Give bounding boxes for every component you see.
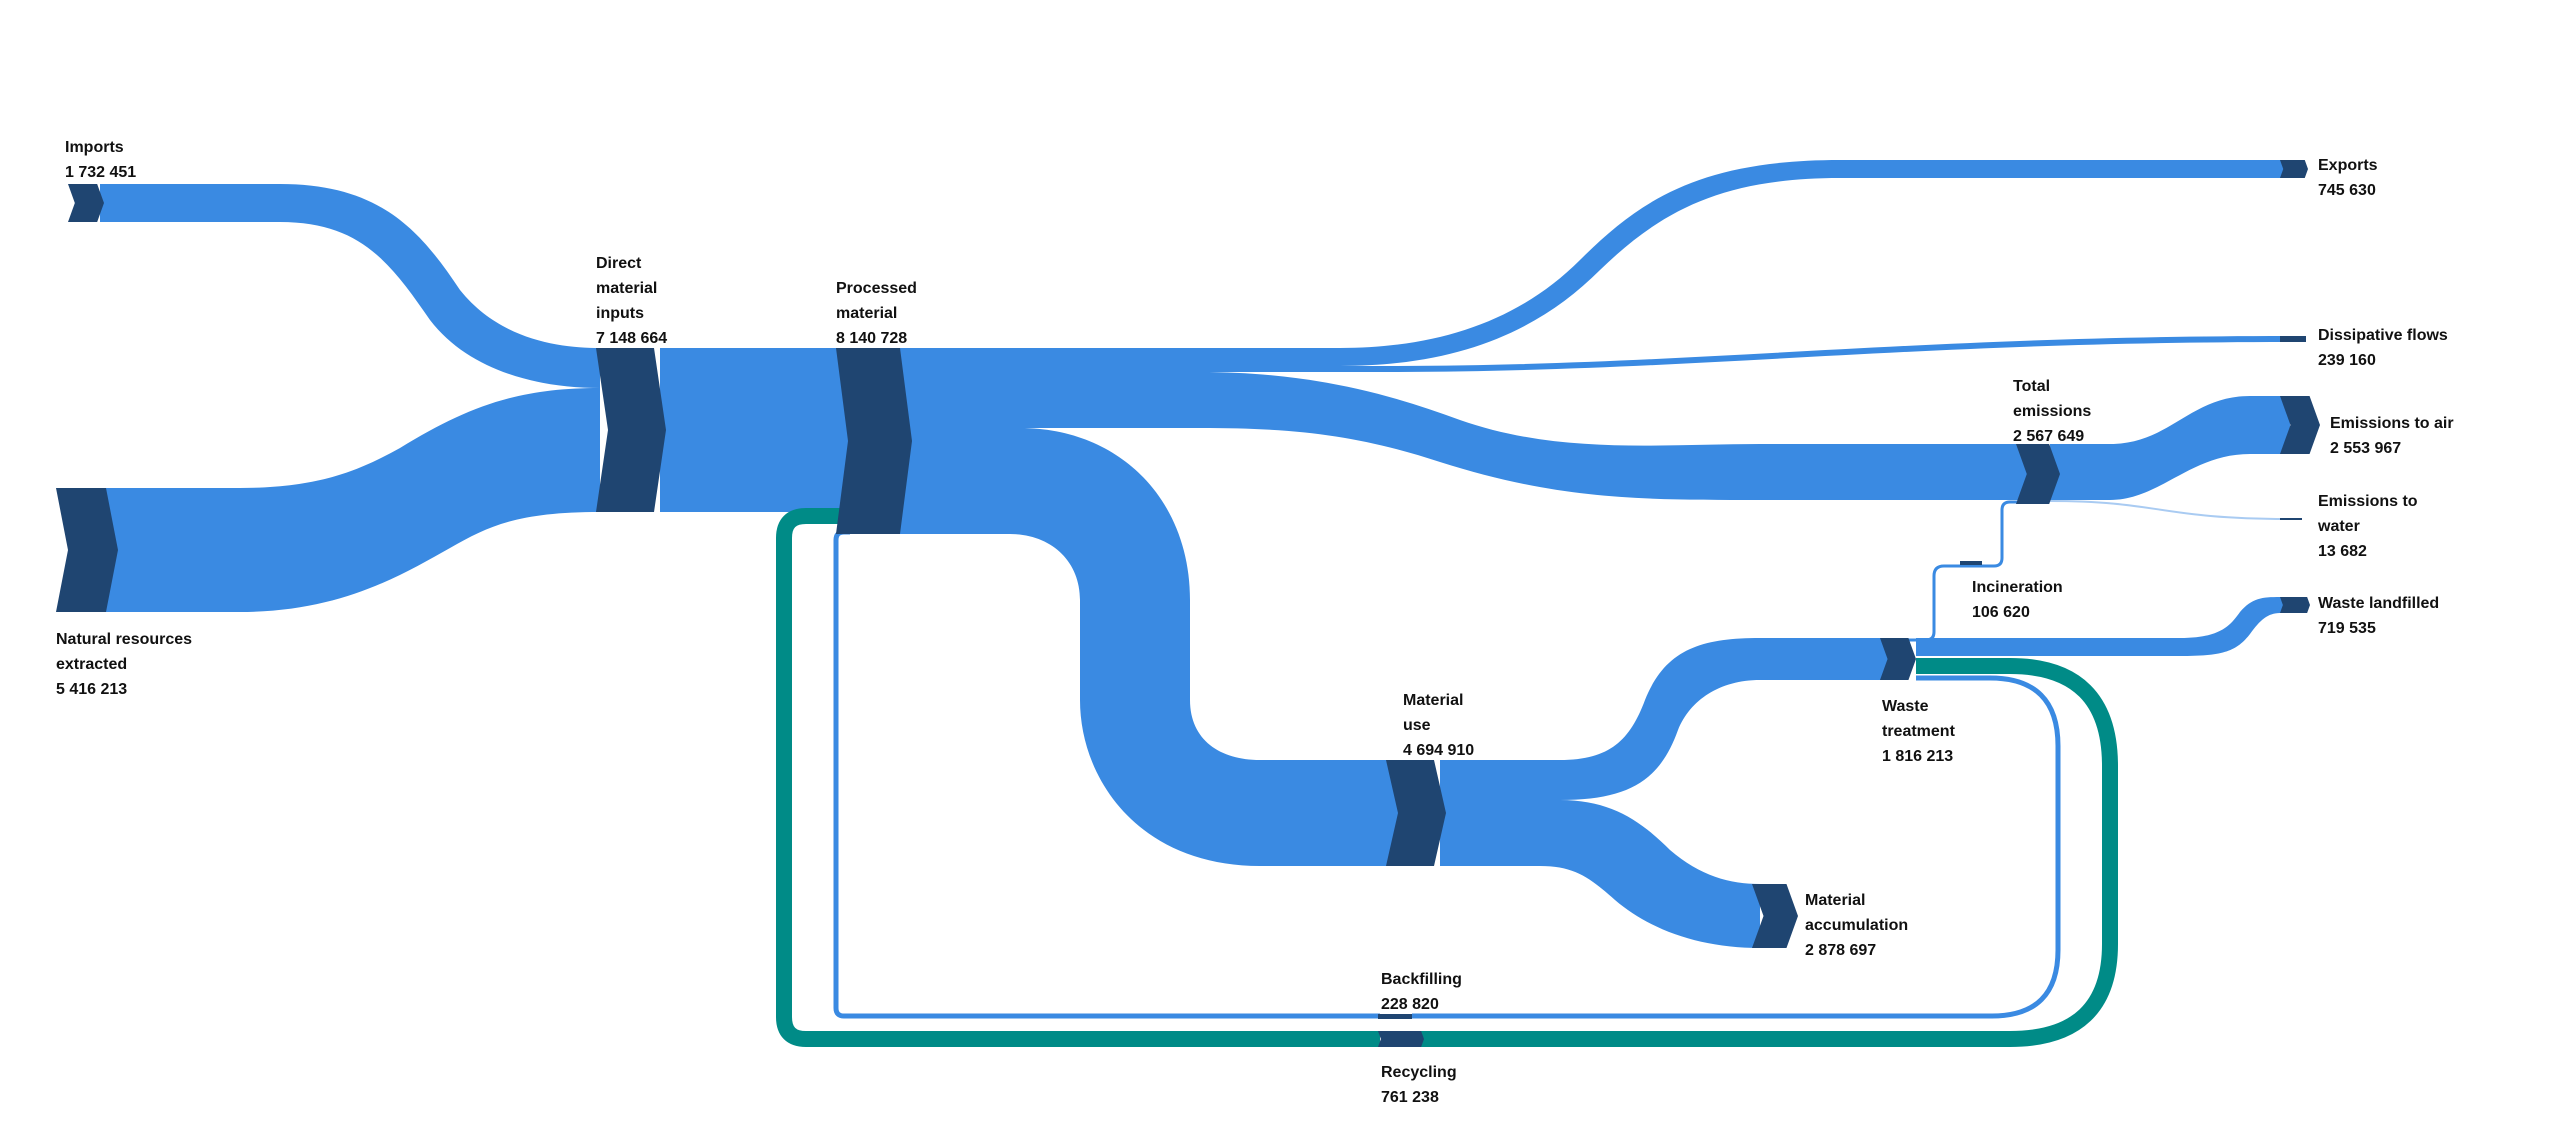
node-name-text: Processed [836, 280, 917, 297]
node-dissipative[interactable] [2280, 336, 2306, 342]
node-value-text: 2 553 967 [2330, 440, 2401, 457]
node-name-text: accumulation [1805, 917, 1908, 934]
node-name-text: Recycling [1381, 1064, 1457, 1081]
label-total-emissions: Total emissions 2 567 649 [2013, 378, 2091, 445]
node-emissions-air[interactable] [2280, 396, 2320, 454]
node-name-text: Natural resources [56, 631, 192, 648]
link-processed-material-to-total-emissions [900, 372, 2030, 500]
link-recycling-to-processed-material [776, 508, 1380, 1047]
node-value-text: 106 620 [1972, 604, 2030, 621]
node-name-text: Direct [596, 255, 642, 272]
node-name-text: material [836, 305, 897, 322]
label-backfilling: Backfilling 228 820 [1381, 971, 1462, 1013]
node-backfilling[interactable] [1378, 1014, 1412, 1019]
node-value-text: 5 416 213 [56, 681, 127, 698]
node-value-text: 2 878 697 [1805, 942, 1876, 959]
link-natural-resources-to-direct-material-inputs [100, 388, 600, 612]
node-value-text: 7 148 664 [596, 330, 667, 347]
link-material-use-to-waste-treatment [1440, 638, 1890, 800]
label-emissions-air: Emissions to air 2 553 967 [2330, 415, 2454, 457]
node-value-text: 1 816 213 [1882, 748, 1953, 765]
label-waste-treatment: Waste treatment 1 816 213 [1882, 698, 1956, 765]
node-emissions-water[interactable] [2280, 518, 2302, 520]
node-name-text: Dissipative flows [2318, 327, 2448, 344]
label-material-accumulation: Material accumulation 2 878 697 [1805, 892, 1908, 959]
node-material-accumulation[interactable] [1752, 884, 1798, 948]
link-total-emissions-to-emissions-to-water [2049, 500, 2291, 520]
node-value-text: 4 694 910 [1403, 742, 1474, 759]
node-name-text: Material [1805, 892, 1865, 909]
node-name-text: Exports [2318, 157, 2378, 174]
node-name-text: Incineration [1972, 579, 2063, 596]
label-exports: Exports 745 630 [2318, 157, 2378, 199]
node-name-text: Waste landfilled [2318, 595, 2439, 612]
node-waste-landfilled[interactable] [2280, 597, 2310, 613]
link-processed-material-to-material-use [900, 428, 1400, 866]
node-value-text: 13 682 [2318, 543, 2367, 560]
node-name-text: Imports [65, 139, 124, 156]
nodes-layer [56, 160, 2320, 1047]
node-natural-resources[interactable] [56, 488, 118, 612]
link-waste-treatment-to-backfilling [1412, 675, 2061, 1019]
link-processed-material-to-exports [900, 160, 2290, 366]
node-value-text: 1 732 451 [65, 164, 136, 181]
label-natural-resources: Natural resources extracted 5 416 213 [56, 631, 192, 698]
label-processed: Processed material 8 140 728 [836, 280, 917, 347]
node-processed[interactable] [836, 348, 912, 534]
label-dmi: Direct material inputs 7 148 664 [596, 255, 667, 347]
node-value-text: 8 140 728 [836, 330, 907, 347]
link-waste-treatment-to-waste-landfilled [1916, 597, 2290, 656]
link-total-emissions-to-emissions-to-air [2050, 396, 2290, 500]
link-waste-treatment-to-recycling [1420, 658, 2118, 1047]
links-layer [100, 160, 2291, 1047]
node-name-text: Emissions to air [2330, 415, 2454, 432]
node-incineration[interactable] [1960, 561, 1982, 565]
node-value-text: 719 535 [2318, 620, 2376, 637]
label-dissipative: Dissipative flows 239 160 [2318, 327, 2448, 369]
link-waste-treatment-incineration-total-emissions [1900, 500, 2030, 642]
node-name-text: use [1403, 717, 1431, 734]
node-value-text: 228 820 [1381, 996, 1439, 1013]
link-material-use-to-material-accumulation [1440, 800, 1760, 948]
node-name-text: extracted [56, 656, 127, 673]
node-value-text: 745 630 [2318, 182, 2376, 199]
node-dmi[interactable] [596, 348, 666, 512]
node-name-text: Total [2013, 378, 2050, 395]
node-name-text: Emissions to [2318, 493, 2418, 510]
link-direct-material-inputs-to-processed-material [660, 348, 850, 512]
node-name-text: Backfilling [1381, 971, 1462, 988]
node-material-use[interactable] [1386, 760, 1446, 866]
node-exports[interactable] [2280, 160, 2308, 178]
label-imports: Imports 1 732 451 [65, 139, 136, 181]
node-name-text: water [2317, 518, 2360, 535]
node-imports[interactable] [68, 184, 104, 222]
label-waste-landfilled: Waste landfilled 719 535 [2318, 595, 2439, 637]
node-waste-treatment[interactable] [1880, 638, 1916, 680]
node-name-text: emissions [2013, 403, 2091, 420]
node-value-text: 2 567 649 [2013, 428, 2084, 445]
node-name-text: inputs [596, 305, 644, 322]
link-imports-to-direct-material-inputs [100, 184, 600, 388]
label-emissions-water: Emissions to water 13 682 [2317, 493, 2418, 560]
label-incineration: Incineration 106 620 [1972, 579, 2063, 621]
node-value-text: 239 160 [2318, 352, 2376, 369]
node-name-text: treatment [1882, 723, 1956, 740]
node-total-emissions[interactable] [2016, 444, 2060, 504]
node-name-text: Material [1403, 692, 1463, 709]
node-name-text: Waste [1882, 698, 1929, 715]
label-recycling: Recycling 761 238 [1381, 1064, 1457, 1106]
label-material-use: Material use 4 694 910 [1403, 692, 1474, 759]
node-recycling[interactable] [1378, 1031, 1424, 1047]
link-processed-material-to-dissipative-flows [900, 336, 2290, 372]
node-name-text: material [596, 280, 657, 297]
node-value-text: 761 238 [1381, 1089, 1439, 1106]
